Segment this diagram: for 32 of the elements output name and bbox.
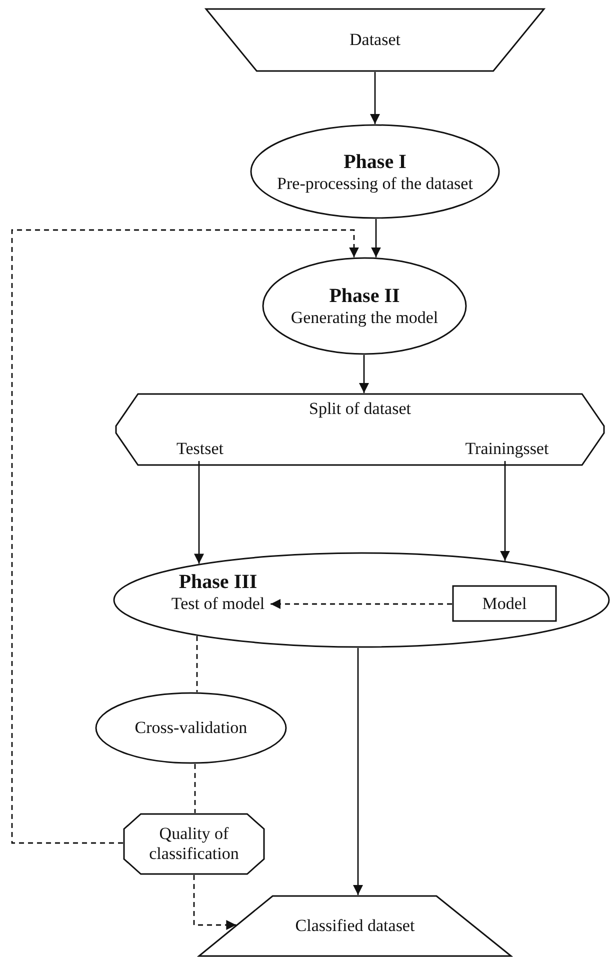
- input-trapezoid: [205, 8, 545, 72]
- phase-ellipse: [113, 552, 610, 648]
- phase-ellipse: [262, 257, 467, 355]
- node-label: Dataset: [350, 30, 400, 50]
- quality-octagon: [123, 813, 265, 875]
- phase-title: Phase III: [178, 570, 258, 594]
- arrow: [359, 355, 369, 393]
- phase-description: Test of model: [171, 594, 265, 614]
- model-box: [452, 585, 557, 622]
- arrow: [370, 72, 380, 124]
- phase-description: Generating the model: [290, 308, 438, 328]
- phase-title: Phase II: [329, 284, 400, 308]
- subset-label: Trainingsset: [452, 437, 562, 461]
- output-trapezoid: [198, 895, 512, 957]
- node-label: Classified dataset: [295, 916, 415, 936]
- node-label: Model: [482, 594, 527, 614]
- node-label: Split of dataset: [309, 399, 411, 419]
- phase-description: Pre-processing of the dataset: [277, 174, 473, 194]
- arrow: [194, 461, 204, 564]
- phase-title: Phase I: [344, 150, 406, 174]
- node-label: Cross-validation: [134, 718, 248, 738]
- arrow: [353, 648, 363, 895]
- dashed-arrow: [270, 599, 452, 609]
- dashed-arrow: [11, 229, 359, 844]
- phase-ellipse: [250, 124, 500, 219]
- dashed-arrow: [193, 875, 236, 930]
- process-ellipse: [95, 692, 287, 764]
- subset-label: Testset: [160, 437, 240, 461]
- arrow: [500, 461, 510, 561]
- node-label: Quality of classification: [148, 824, 240, 864]
- arrow: [371, 219, 381, 258]
- split-octagon: [115, 393, 605, 466]
